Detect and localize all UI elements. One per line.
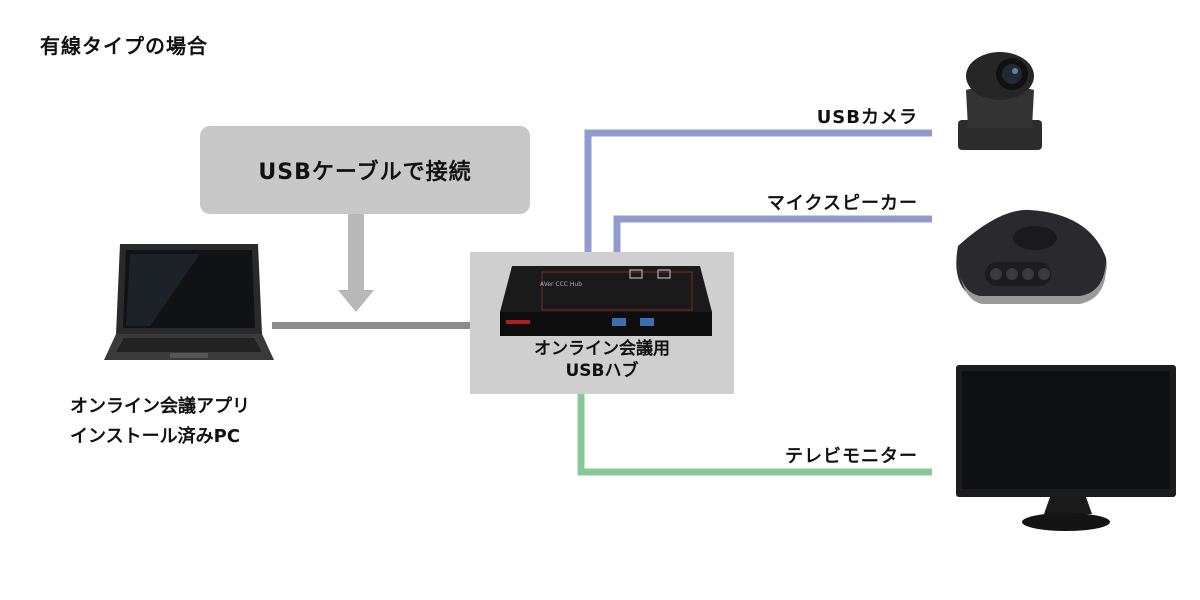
laptop-icon [104,244,274,360]
speakerphone-icon [956,209,1107,304]
ptz-camera-icon [958,52,1042,150]
pc-label-line2: インストール済みPC [70,426,241,447]
svg-text:AVer CCC Hub: AVer CCC Hub [540,281,582,288]
hub-label-line1: オンライン会議用 [534,339,670,359]
pc-hub-cable [272,322,470,329]
speaker-cable [613,215,932,252]
monitor-icon [956,365,1176,531]
monitor-cable [577,394,932,476]
pc-label-line1: オンライン会議アプリ [70,396,250,417]
hub-label: オンライン会議用 USBハブ [470,338,734,382]
callout-text: USBケーブルで接続 [258,160,472,185]
hub-label-line2: USBハブ [565,361,639,381]
camera-label: USBカメラ [816,107,918,128]
diagram-title: 有線タイプの場合 [40,34,208,58]
callout-box: USBケーブルで接続 [200,126,530,214]
usb-hub-icon: AVer CCC Hub [500,266,712,336]
down-arrow-icon [338,214,374,312]
speaker-label: マイクスピーカー [766,193,918,214]
camera-cable [584,129,932,252]
pc-label: オンライン会議アプリ インストール済みPC [70,392,250,452]
monitor-label: テレビモニター [785,446,918,467]
